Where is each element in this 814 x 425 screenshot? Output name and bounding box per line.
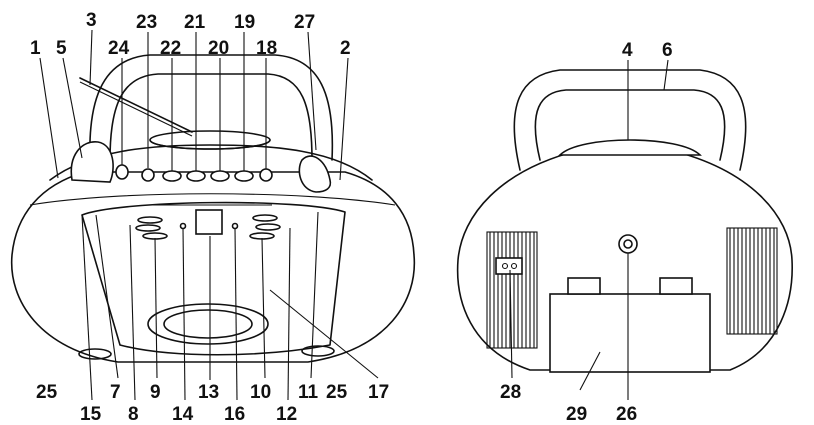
callout-23: 23 <box>136 12 157 33</box>
callout-19: 19 <box>234 12 255 33</box>
front-panel-buttons <box>135 214 281 240</box>
battery-latch-right <box>659 277 693 295</box>
callout-21: 21 <box>184 12 206 33</box>
top-button-18 <box>259 168 273 182</box>
left-speaker-grill <box>486 231 538 349</box>
callout-18: 18 <box>256 38 277 59</box>
left-foot <box>78 348 112 360</box>
callout-29: 29 <box>566 404 587 425</box>
front-leader-lines <box>39 29 379 401</box>
callout-7: 7 <box>110 382 121 403</box>
dc-jack-inner <box>623 239 633 249</box>
callout-4: 4 <box>622 40 633 61</box>
callout-15: 15 <box>80 404 102 425</box>
callout-27: 27 <box>294 12 315 33</box>
callout-22: 22 <box>160 38 181 59</box>
callout-labels: 1 2 3 5 7 8 9 10 11 12 13 14 15 16 17 18… <box>30 10 673 425</box>
callout-3: 3 <box>86 10 97 31</box>
top-button-24 <box>115 164 129 180</box>
callout-24: 24 <box>108 38 130 59</box>
callout-13: 13 <box>198 382 219 403</box>
antenna <box>79 77 193 133</box>
back-cd-dome <box>558 139 702 156</box>
display-window <box>195 209 223 235</box>
battery-compartment <box>549 293 711 373</box>
top-button-19 <box>234 170 254 182</box>
callout-11: 11 <box>298 382 319 403</box>
front-body <box>10 171 416 363</box>
back-handle-inner <box>534 89 726 161</box>
back-leader-lines <box>509 59 669 400</box>
callout-12: 12 <box>276 404 297 425</box>
cassette-window-inner <box>163 309 253 339</box>
callout-5: 5 <box>56 38 67 59</box>
top-button-23 <box>141 168 155 182</box>
right-foot <box>301 345 335 357</box>
back-view <box>456 59 793 400</box>
cassette-window-outer <box>147 303 269 345</box>
callout-2: 2 <box>340 38 351 59</box>
callout-25-left: 25 <box>36 382 58 403</box>
callout-28: 28 <box>500 382 521 403</box>
back-handle-outer <box>513 69 747 171</box>
top-button-21 <box>186 170 206 182</box>
battery-latch-left <box>567 277 601 295</box>
top-button-22 <box>162 170 182 182</box>
callout-25-right: 25 <box>326 382 348 403</box>
right-knob <box>298 155 332 193</box>
callout-20: 20 <box>208 38 229 59</box>
front-view <box>10 29 416 401</box>
callout-8: 8 <box>128 404 139 425</box>
voltage-switch <box>495 257 523 275</box>
callout-17: 17 <box>368 382 389 403</box>
right-speaker-grill <box>726 227 778 335</box>
callout-26: 26 <box>616 404 637 425</box>
callout-10: 10 <box>250 382 271 403</box>
left-knob <box>70 141 114 183</box>
callout-6: 6 <box>662 40 673 61</box>
callout-14: 14 <box>172 404 194 425</box>
handle-outer <box>89 54 334 161</box>
callout-16: 16 <box>224 404 245 425</box>
callout-1: 1 <box>30 38 41 59</box>
handle-inner <box>109 73 313 161</box>
top-button-row <box>115 164 273 182</box>
top-button-20 <box>210 170 230 182</box>
front-shoulder-line <box>29 193 396 206</box>
callout-9: 9 <box>150 382 161 403</box>
